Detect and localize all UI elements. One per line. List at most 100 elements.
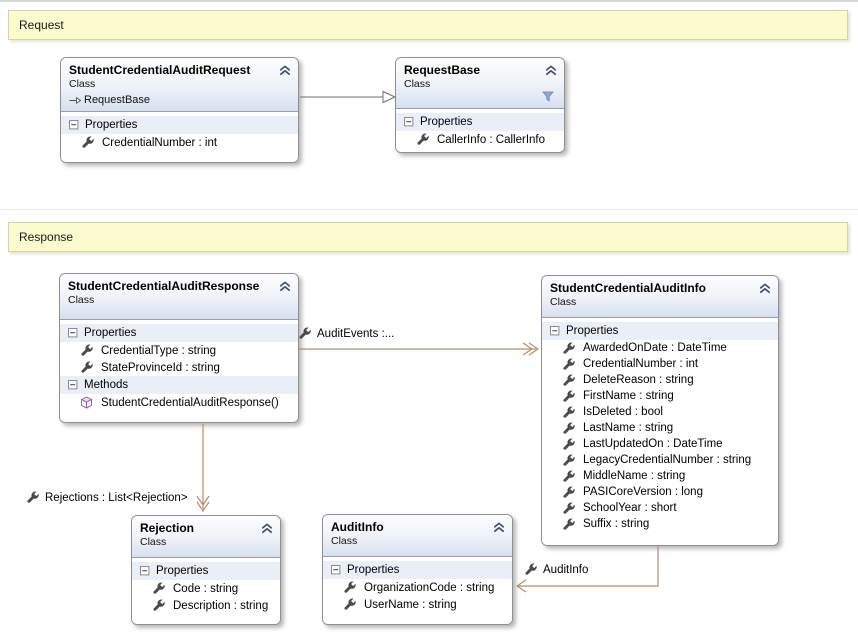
- property-wrench-icon: [563, 405, 575, 418]
- property-row[interactable]: CredentialNumber : int: [542, 356, 778, 372]
- collapse-chevron-icon[interactable]: [279, 281, 291, 292]
- property-text: OrganizationCode : string: [364, 581, 495, 594]
- collapse-chevron-icon[interactable]: [759, 283, 771, 294]
- property-text: Suffix : string: [583, 518, 650, 530]
- class-box-requestbase[interactable]: RequestBase Class Properties CallerInfo …: [395, 57, 565, 153]
- method-row[interactable]: StudentCredentialAuditResponse(): [60, 394, 298, 411]
- properties-section-header[interactable]: Properties: [542, 322, 778, 340]
- property-row[interactable]: IsDeleted : bool: [542, 404, 778, 420]
- compartment-gap: [542, 318, 778, 322]
- association-label-auditevents[interactable]: AuditEvents :...: [298, 327, 394, 340]
- comment-response[interactable]: Response: [8, 222, 848, 252]
- property-wrench-icon: [563, 469, 575, 482]
- property-row[interactable]: CallerInfo : CallerInfo: [396, 131, 564, 148]
- collapse-chevron-icon[interactable]: [279, 65, 291, 76]
- section-label: Properties: [420, 116, 473, 128]
- property-wrench-icon: [563, 421, 575, 434]
- property-row[interactable]: LastName : string: [542, 420, 778, 436]
- property-text: MiddleName : string: [583, 470, 686, 482]
- page-boundary-line: [0, 209, 858, 210]
- filter-funnel-icon[interactable]: [542, 91, 554, 102]
- class-title: StudentCredentialAuditRequest: [69, 63, 251, 77]
- property-row[interactable]: CredentialType : string: [60, 342, 298, 359]
- property-text: CredentialNumber : int: [583, 358, 699, 370]
- collapse-minus-icon[interactable]: [68, 380, 78, 390]
- association-arrow-auditevents[interactable]: [299, 342, 540, 356]
- class-kind: Class: [550, 296, 577, 308]
- class-header: StudentCredentialAuditRequest Class Requ…: [61, 58, 298, 112]
- method-text: StudentCredentialAuditResponse(): [101, 396, 279, 409]
- properties-section-header[interactable]: Properties: [60, 324, 298, 342]
- class-title: StudentCredentialAuditInfo: [550, 281, 706, 295]
- property-row[interactable]: Suffix : string: [542, 516, 778, 532]
- class-kind: Class: [69, 78, 96, 90]
- property-wrench-icon: [344, 581, 356, 593]
- property-row[interactable]: StateProvinceId : string: [60, 359, 298, 376]
- property-wrench-icon: [563, 357, 575, 370]
- property-text: CredentialType : string: [101, 344, 217, 357]
- property-row[interactable]: Description : string: [132, 597, 280, 614]
- collapse-minus-icon[interactable]: [550, 326, 560, 336]
- collapse-minus-icon[interactable]: [68, 328, 78, 338]
- property-wrench-icon: [563, 517, 575, 530]
- property-row[interactable]: SchoolYear : short: [542, 500, 778, 516]
- box-filler: [396, 148, 564, 152]
- property-wrench-icon: [563, 485, 575, 498]
- property-wrench-icon: [344, 598, 356, 610]
- collapse-chevron-icon[interactable]: [261, 523, 273, 534]
- box-filler: [323, 613, 512, 624]
- properties-section-header[interactable]: Properties: [396, 113, 564, 131]
- property-text: LastUpdatedOn : DateTime: [583, 438, 723, 450]
- property-text: SchoolYear : short: [583, 502, 677, 514]
- class-box-studentcredentialauditinfo[interactable]: StudentCredentialAuditInfo Class Propert…: [541, 275, 779, 546]
- class-box-auditinfo[interactable]: AuditInfo Class Properties OrganizationC…: [322, 514, 513, 625]
- property-row[interactable]: FirstName : string: [542, 388, 778, 404]
- property-row[interactable]: AwardedOnDate : DateTime: [542, 340, 778, 356]
- inheritance-arrow-request-to-requestbase[interactable]: [300, 90, 397, 104]
- class-header: StudentCredentialAuditInfo Class: [542, 276, 778, 318]
- property-text: LegacyCredentialNumber : string: [583, 454, 752, 466]
- property-text: Code : string: [173, 582, 239, 595]
- class-kind: Class: [404, 78, 431, 90]
- property-text: UserName : string: [364, 598, 457, 611]
- property-row[interactable]: CredentialNumber : int: [61, 134, 298, 151]
- property-row[interactable]: LastUpdatedOn : DateTime: [542, 436, 778, 452]
- base-class-row[interactable]: RequestBase: [69, 94, 274, 106]
- comment-request[interactable]: Request: [8, 10, 848, 40]
- property-row[interactable]: OrganizationCode : string: [323, 579, 512, 596]
- property-row[interactable]: PASICoreVersion : long: [542, 484, 778, 500]
- association-label-auditinfo[interactable]: AuditInfo: [524, 563, 588, 576]
- association-arrow-rejections[interactable]: [196, 424, 210, 513]
- property-row[interactable]: UserName : string: [323, 596, 512, 613]
- properties-section-header[interactable]: Properties: [61, 116, 298, 134]
- canvas-top-edge: [0, 0, 858, 2]
- property-wrench-icon: [563, 501, 575, 514]
- property-row[interactable]: MiddleName : string: [542, 468, 778, 484]
- class-title: StudentCredentialAuditResponse: [68, 279, 260, 293]
- association-label-rejections[interactable]: Rejections : List<Rejection>: [26, 491, 188, 504]
- property-row[interactable]: LegacyCredentialNumber : string: [542, 452, 778, 468]
- property-text: PASICoreVersion : long: [583, 486, 703, 498]
- collapse-minus-icon[interactable]: [404, 117, 414, 127]
- section-label: Properties: [156, 565, 209, 577]
- methods-section-header[interactable]: Methods: [60, 376, 298, 394]
- class-header: RequestBase Class: [396, 58, 564, 109]
- property-wrench-icon: [153, 599, 165, 611]
- box-filler: [60, 411, 298, 422]
- property-row[interactable]: DeleteReason : string: [542, 372, 778, 388]
- collapse-minus-icon[interactable]: [69, 120, 79, 130]
- collapse-chevron-icon[interactable]: [545, 65, 557, 76]
- base-class-name: RequestBase: [84, 94, 151, 106]
- properties-section-header[interactable]: Properties: [323, 561, 512, 579]
- inheritance-glyph-icon: [69, 96, 81, 104]
- class-box-rejection[interactable]: Rejection Class Properties Code : string…: [131, 515, 281, 625]
- collapse-minus-icon[interactable]: [140, 566, 150, 576]
- class-box-studentcredentialauditrequest[interactable]: StudentCredentialAuditRequest Class Requ…: [60, 57, 299, 163]
- property-row[interactable]: Code : string: [132, 580, 280, 597]
- property-text: IsDeleted : bool: [583, 406, 663, 418]
- collapse-chevron-icon[interactable]: [493, 522, 505, 533]
- class-box-studentcredentialauditresponse[interactable]: StudentCredentialAuditResponse Class Pro…: [59, 273, 299, 423]
- association-label-text: AuditEvents :...: [317, 327, 395, 340]
- collapse-minus-icon[interactable]: [331, 565, 341, 575]
- properties-section-header[interactable]: Properties: [132, 562, 280, 580]
